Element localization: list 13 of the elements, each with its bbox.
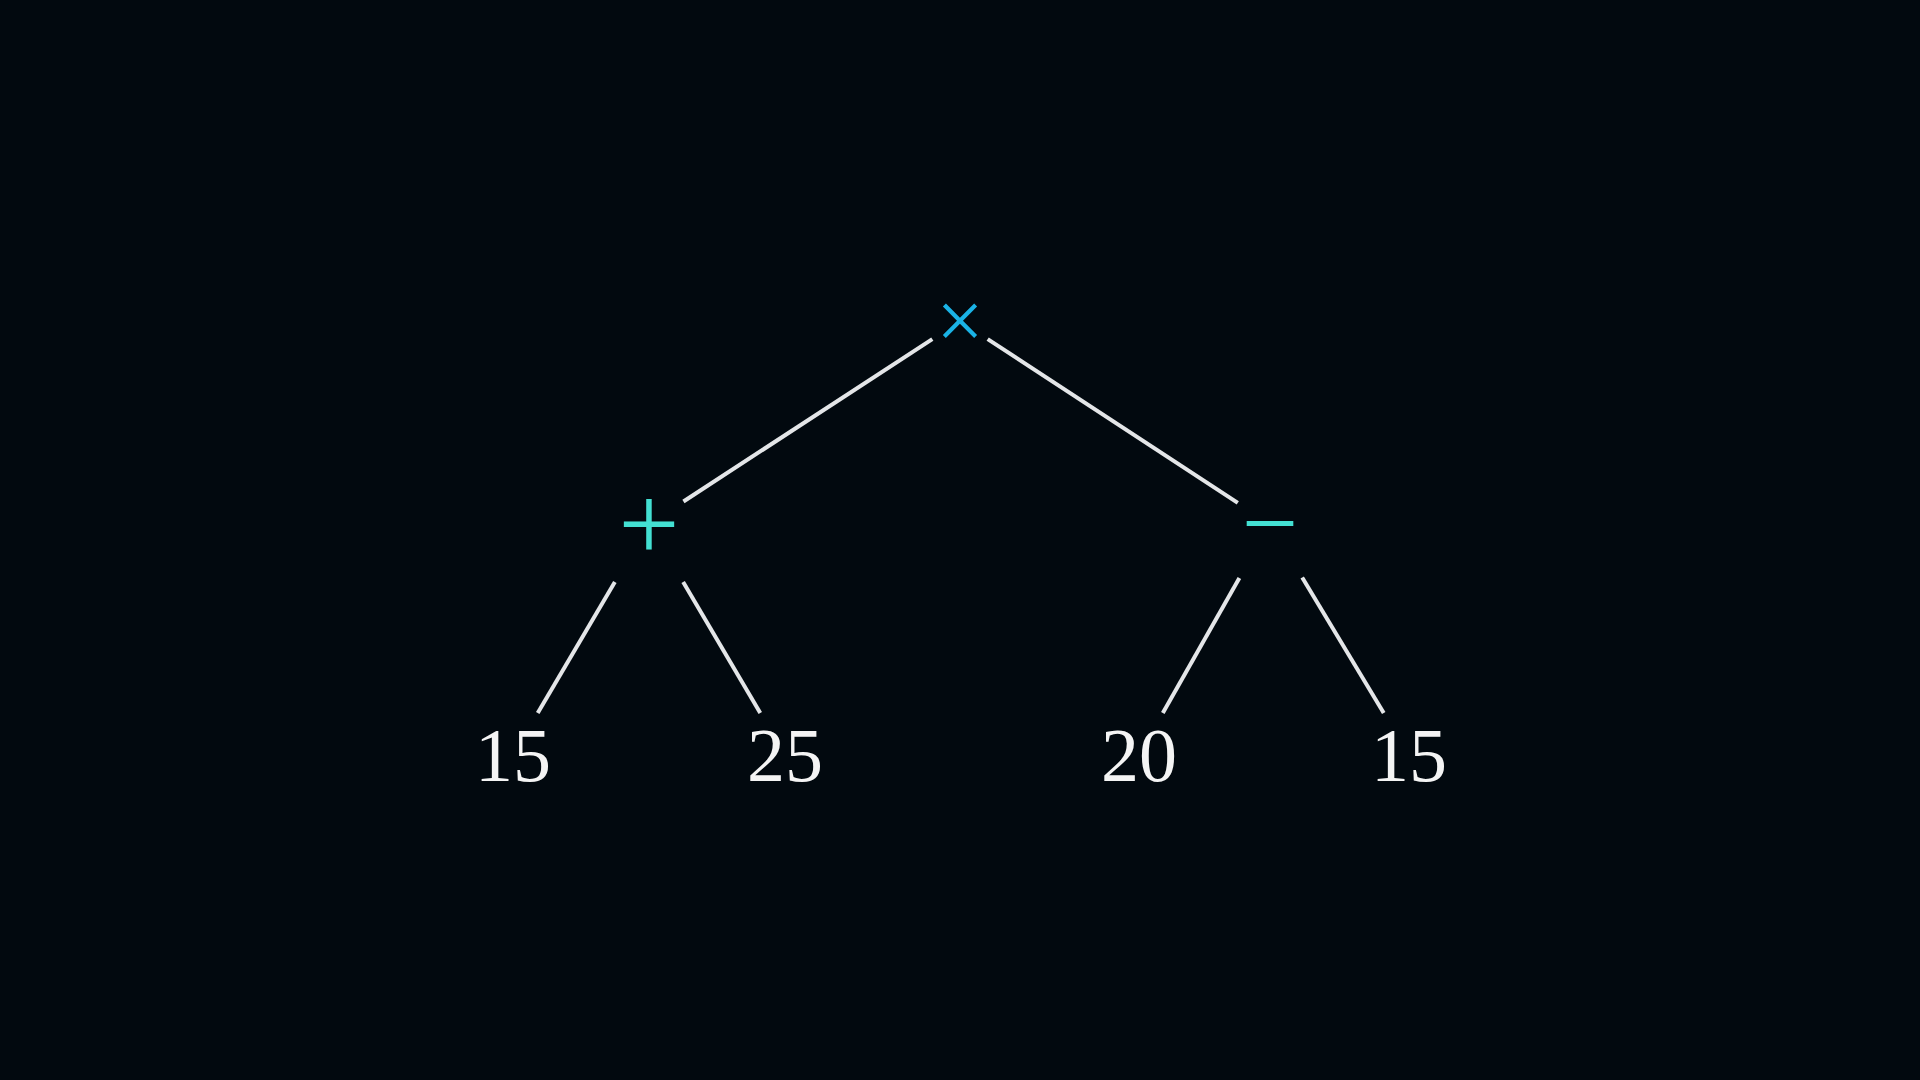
tree-edge (986, 337, 1239, 505)
number-label: 15 (475, 717, 551, 793)
number-label: 20 (1101, 717, 1177, 793)
tree-edge (681, 581, 762, 714)
tree-edge (1161, 577, 1242, 714)
number-label: 15 (1371, 717, 1447, 793)
operator-symbol: + (618, 470, 680, 578)
number-label: 25 (747, 717, 823, 793)
tree-edge (536, 581, 617, 714)
operator-symbol: × (936, 279, 984, 363)
operator-symbol: − (1241, 474, 1299, 574)
tree-edge (1300, 576, 1386, 715)
tree-edge (682, 337, 934, 504)
